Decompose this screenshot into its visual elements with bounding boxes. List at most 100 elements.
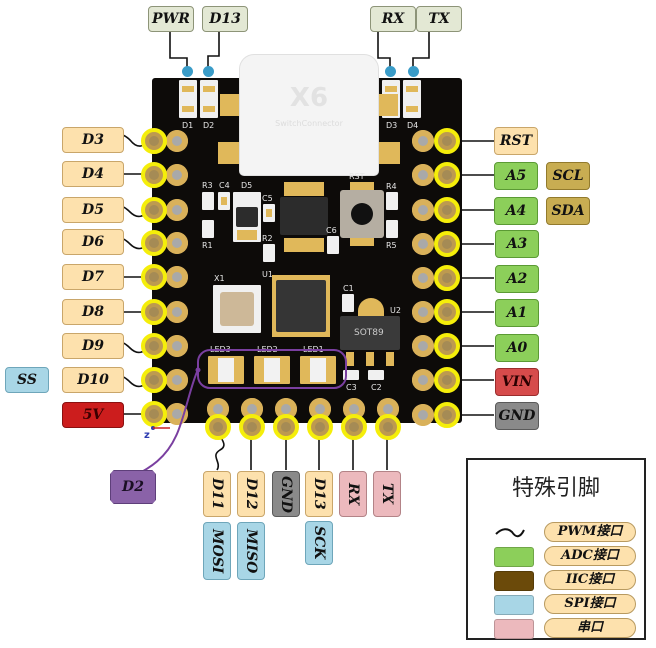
pin-a0[interactable] — [434, 333, 460, 359]
legend-box: 特殊引脚 PWM接口 ADC接口 IIC接口 SPI接口 串口 — [466, 458, 646, 640]
pin-d4[interactable] — [141, 162, 167, 188]
pin-a1[interactable] — [434, 299, 460, 325]
resistor-r1 — [202, 220, 214, 238]
pin-a2[interactable] — [434, 265, 460, 291]
pin-pad-inner — [166, 164, 188, 186]
pin-a5[interactable] — [434, 162, 460, 188]
led-indicator-d2 — [203, 66, 214, 77]
pin-d9[interactable] — [141, 333, 167, 359]
leader-line-rx — [377, 32, 391, 68]
leader-line-d13 — [207, 32, 220, 68]
label-sck: SCK — [305, 521, 333, 565]
silk-c5: C5 — [262, 194, 273, 203]
reset-button[interactable] — [340, 190, 384, 238]
label-d8: D8 — [62, 299, 124, 325]
label-d5: D5 — [62, 197, 124, 223]
usb-logo: X6 — [289, 83, 329, 113]
pin-d12[interactable] — [239, 414, 265, 440]
pin-d11[interactable] — [205, 414, 231, 440]
crystal-x1 — [213, 285, 261, 333]
silk-rst: RST — [349, 172, 365, 181]
pin-pad-inner — [166, 130, 188, 152]
led-pad — [182, 106, 194, 112]
label-gnd-bottom: GND — [272, 471, 300, 517]
label-d9: D9 — [62, 333, 124, 359]
legend-swatch-spi — [494, 595, 534, 615]
resistor-r3 — [202, 192, 214, 210]
pin-d13[interactable] — [307, 414, 333, 440]
silk-led3: LED3 — [210, 345, 231, 354]
label-d11: D11 — [203, 471, 231, 517]
pin-d10[interactable] — [141, 367, 167, 393]
capacitor-c2 — [368, 370, 384, 380]
pin-pad-inner — [166, 301, 188, 323]
label-d4: D4 — [62, 161, 124, 187]
cap-body — [221, 197, 227, 205]
led-lens — [264, 358, 280, 382]
label-vin: VIN — [495, 368, 539, 396]
pin-pad-inner — [412, 335, 434, 357]
label-mosi: MOSI — [203, 522, 231, 580]
usb-mount-pad — [218, 142, 242, 164]
pin-vin[interactable] — [434, 367, 460, 393]
legend-swatch-uart — [494, 619, 534, 639]
pin-gnd[interactable] — [434, 402, 460, 428]
pin-pad-inner — [412, 233, 434, 255]
label-sda: SDA — [546, 197, 590, 225]
pin-d6[interactable] — [141, 230, 167, 256]
led-pad — [203, 86, 215, 92]
regulator-pin — [386, 352, 394, 366]
silk-led2: LED2 — [257, 345, 278, 354]
legend-item-adc: ADC接口 — [544, 546, 636, 566]
led-label-d13: D13 — [202, 6, 248, 32]
label-tx-bottom: TX — [373, 471, 401, 517]
silk-c4: C4 — [219, 181, 230, 190]
pin-a4[interactable] — [434, 197, 460, 223]
reset-button-cap[interactable] — [351, 203, 373, 225]
pin-pad-inner — [412, 130, 434, 152]
pin-pad-inner — [412, 164, 434, 186]
silk-d1: D1 — [182, 121, 194, 130]
capacitor-c6 — [327, 236, 339, 254]
silk-r4: R4 — [386, 182, 397, 191]
resistor-r2 — [263, 244, 275, 262]
pin-d7[interactable] — [141, 264, 167, 290]
led-pad — [385, 86, 397, 92]
silk-led1: LED1 — [303, 345, 324, 354]
capacitor-c1 — [342, 294, 354, 312]
pin-5v[interactable] — [141, 401, 167, 427]
silk-d2: D2 — [203, 121, 215, 130]
leader-line-pwr — [169, 32, 188, 68]
pin-rx[interactable] — [341, 414, 367, 440]
label-a0: A0 — [495, 334, 539, 362]
legend-item-spi: SPI接口 — [544, 594, 636, 614]
led-pad — [406, 106, 418, 112]
silk-c2: C2 — [371, 383, 382, 392]
pin-d3[interactable] — [141, 128, 167, 154]
pin-d5[interactable] — [141, 197, 167, 223]
pin-tx[interactable] — [375, 414, 401, 440]
label-rst: RST — [494, 127, 538, 155]
pin-pad-inner — [412, 199, 434, 221]
ic-chip-sop — [280, 197, 328, 235]
usb-mount-pad — [376, 142, 400, 164]
label-a2: A2 — [495, 265, 539, 293]
legend-item-iic: IIC接口 — [544, 570, 636, 590]
label-a5: A5 — [494, 162, 538, 190]
pin-rst[interactable] — [434, 128, 460, 154]
led-indicator-d3 — [385, 66, 396, 77]
button-pad — [350, 182, 374, 190]
pin-pad-inner — [412, 369, 434, 391]
label-d6: D6 — [62, 229, 124, 255]
regulator-tab — [358, 298, 384, 318]
label-5v: 5V — [62, 402, 124, 428]
mcu-u1 — [276, 280, 326, 332]
led-label-pwr: PWR — [148, 6, 194, 32]
legend-item-pwm: PWM接口 — [544, 522, 636, 542]
pin-gnd-bottom[interactable] — [273, 414, 299, 440]
button-pad — [350, 238, 374, 246]
pin-pad-inner — [412, 267, 434, 289]
chip-pins-bottom — [284, 238, 324, 252]
pin-d8[interactable] — [141, 299, 167, 325]
pin-a3[interactable] — [434, 231, 460, 257]
